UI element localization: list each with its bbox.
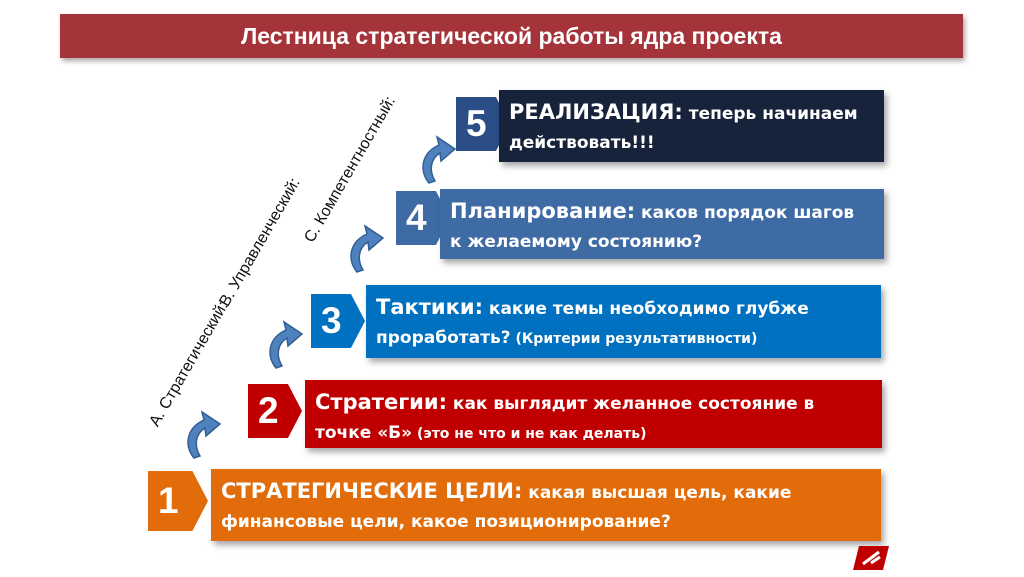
step-3-note: (Критерии результативности)	[510, 331, 758, 347]
step-2-number: 2	[248, 384, 302, 438]
curved-arrow-icon	[422, 135, 457, 184]
step-5-heading: РЕАЛИЗАЦИЯ:	[509, 100, 683, 124]
step-1-number: 1	[148, 471, 208, 531]
step-5-text: теперь начинаем действовать!!!	[509, 104, 858, 153]
step-1-heading: СТРАТЕГИЧЕСКИЕ ЦЕЛИ:	[221, 479, 523, 503]
side-label-b-text: В. Управленческий:	[216, 175, 304, 310]
step-2-text: как выглядит желанное состояние в точке …	[315, 394, 815, 443]
step-3-box: Тактики: какие темы необходимо глубже пр…	[366, 285, 881, 358]
step-1-box: СТРАТЕГИЧЕСКИЕ ЦЕЛИ: какая высшая цель, …	[211, 469, 881, 541]
step-4-text: каков порядок шагов к желаемому состояни…	[450, 203, 855, 252]
step-2-heading: Стратегии:	[315, 390, 447, 414]
step-4-box: Планирование: каков порядок шагов к жела…	[440, 189, 884, 259]
step-5-box: РЕАЛИЗАЦИЯ: теперь начинаем действовать!…	[499, 90, 884, 162]
step-2-box: Стратегии: как выглядит желанное состоян…	[305, 380, 882, 448]
step-3-text: какие темы необходимо глубже проработать…	[376, 299, 809, 348]
step-3-number: 3	[311, 294, 365, 348]
curved-arrow-icon	[350, 224, 385, 273]
slide-title-text: Лестница стратегической работы ядра прое…	[241, 22, 782, 49]
curved-arrow-icon	[187, 410, 222, 459]
side-label-b: В. Управленческий:	[216, 175, 304, 310]
step-1-text: какая высшая цель, какие финансовые цели…	[221, 483, 792, 532]
step-2-note: (это не что и не как делать)	[412, 426, 647, 442]
slide-title: Лестница стратегической работы ядра прое…	[60, 14, 963, 58]
logo-icon	[853, 546, 889, 570]
curved-arrow-icon	[269, 320, 304, 369]
step-3-heading: Тактики:	[376, 295, 483, 319]
step-4-heading: Планирование:	[450, 199, 636, 223]
